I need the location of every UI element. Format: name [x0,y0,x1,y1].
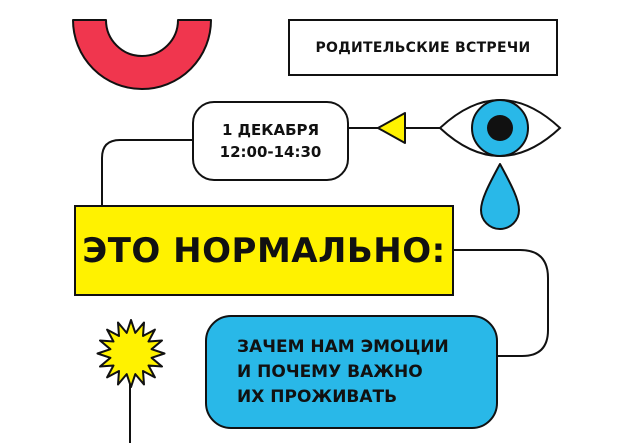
event-title-box: РОДИТЕЛЬСКИЕ ВСТРЕЧИ [288,19,558,76]
event-time: 12:00-14:30 [219,143,322,161]
event-title: РОДИТЕЛЬСКИЕ ВСТРЕЧИ [315,39,531,56]
subtitle-line: И ПОЧЕМУ ВАЖНО [237,361,423,382]
teardrop-icon [480,163,520,230]
smile-arc-icon [72,19,212,90]
arrow-triangle-icon [377,112,406,144]
eye-icon [438,99,562,157]
subtitle-line: ИХ ПРОЖИВАТЬ [237,386,398,407]
connector-line [101,139,192,205]
connector-line [454,249,549,357]
headline-box: ЭТО НОРМАЛЬНО: [74,205,454,296]
headline: ЭТО НОРМАЛЬНО: [82,230,446,271]
subtitle-line: ЗАЧЕМ НАМ ЭМОЦИИ [237,336,449,357]
subtitle-box: ЗАЧЕМ НАМ ЭМОЦИИ И ПОЧЕМУ ВАЖНО ИХ ПРОЖИ… [205,315,498,429]
date-box: 1 ДЕКАБРЯ 12:00-14:30 [192,101,349,181]
event-date: 1 ДЕКАБРЯ [221,121,320,139]
starburst-icon [96,319,166,388]
